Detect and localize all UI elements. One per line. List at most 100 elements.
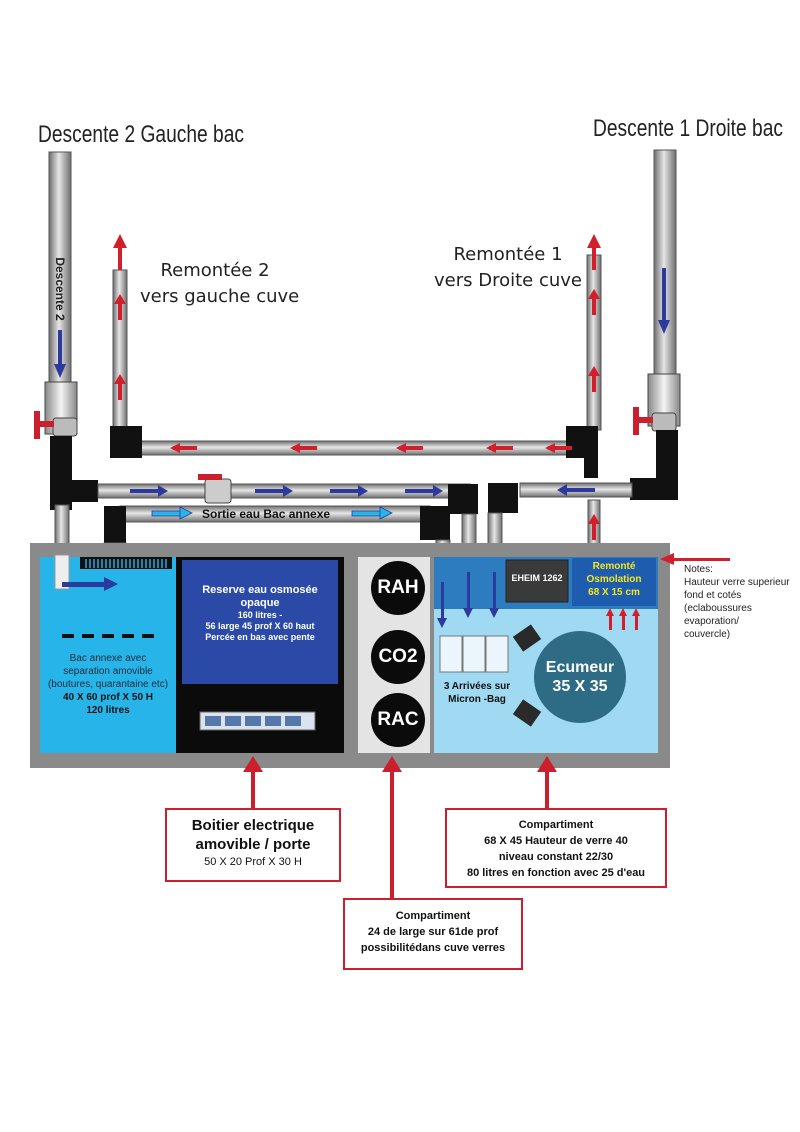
descente-1-arrow-head (658, 320, 670, 334)
osmo-line-1: Remonté (592, 561, 636, 572)
skimmer-label: Ecumeur 35 X 35 (534, 658, 626, 696)
sortie-arrows (151, 506, 393, 520)
right-callout-line-1: Compartiment (518, 819, 594, 831)
reactor-co2-label: CO2 (378, 646, 418, 667)
micron-bag-line-1: 3 Arrivées sur (443, 681, 511, 692)
notes-arrow-head (660, 553, 674, 565)
left-tank-line-2: separation amovible (63, 666, 153, 677)
sump-bottom-strip (30, 753, 670, 768)
descente-2-pipe-label: Descente 2 (53, 257, 67, 321)
right-callout-line-4: 80 litres en fonction avec 25 d'eau (466, 867, 646, 879)
right-elbow-horizontal (630, 478, 678, 500)
right-compartment-callout: Compartiment 68 X 45 Hauteur de verre 40… (445, 808, 667, 888)
descente-1-valve-stem (639, 417, 653, 423)
descente-1-valve-handle (633, 407, 639, 435)
pump-eheim (505, 559, 569, 603)
middle-callout-line-3: possibilitédans cuve verres (360, 942, 506, 954)
notes: Notes: Hauteur verre superieur fond et c… (684, 563, 790, 641)
notes-line-1: Notes: (684, 564, 713, 575)
return-left-elbow (110, 426, 142, 458)
notes-arrow (672, 558, 730, 561)
micron-bags (439, 635, 509, 673)
remontee-2-line-2: vers gauche cuve (140, 286, 300, 307)
grate-slots (85, 559, 167, 568)
electric-box-line-3: 50 X 20 Prof X 30 H (204, 856, 302, 868)
inflow-arrow-head (104, 577, 118, 591)
transfer-elbow (448, 484, 478, 514)
descente-1-pipe (653, 149, 677, 381)
power-strip-sockets (205, 716, 301, 726)
left-tank-line-5: 120 litres (86, 705, 130, 716)
osmo-label: Remonté Osmolation 68 X 15 cm (572, 560, 656, 599)
micron-arrows (437, 572, 499, 628)
descente-2-title: Descente 2 Gauche bac (38, 121, 244, 148)
notes-line-2: Hauteur verre superieur (684, 577, 790, 588)
right-callout-line (545, 766, 549, 810)
osmo-line-3: 68 X 15 cm (588, 587, 640, 598)
descente-2-valve-handle (34, 411, 40, 439)
transfer-valve (204, 478, 232, 504)
descente-2-valve-body (52, 417, 78, 437)
osmo-red-arrows (606, 608, 640, 630)
left-tank-line-1: Bac annexe avec (69, 653, 147, 664)
left-tank-line-3: (boutures, quarantaine etc) (47, 679, 169, 690)
transfer-valve-handle (198, 474, 222, 480)
remontee-2-line-1: Remontée 2 (160, 260, 270, 281)
skimmer-pump-top (512, 624, 542, 652)
micron-bag-line-2: Micron -Bag (448, 694, 506, 705)
reactor-rac-label: RAC (377, 709, 419, 730)
left-tank-line-4: 40 X 60 prof X 50 H (62, 692, 154, 703)
reserve-detail-1: 160 litres - (237, 610, 283, 620)
notes-line-5: evaporation/ (684, 616, 740, 627)
reserve-detail-2: 56 large 45 prof X 60 haut (205, 621, 315, 631)
right-callout-head (537, 756, 557, 772)
electric-callout-line (251, 766, 255, 810)
pump-label: EHEIM 1262 (511, 573, 563, 583)
middle-compartment-callout: Compartiment 24 de large sur 61de prof p… (343, 898, 523, 970)
skimmer-pump-bottom (512, 699, 542, 727)
transfer-arrows (130, 485, 443, 497)
left-elbow-horizontal (50, 480, 98, 502)
descente-2-valve-stem (40, 421, 54, 427)
remontee-1-label: Remontée 1 vers Droite cuve (428, 242, 588, 294)
left-tank-inlet-pipe (54, 554, 70, 590)
reserve-tank (182, 560, 338, 684)
remontee-2-label: Remontée 2 vers gauche cuve (140, 258, 300, 310)
middle-callout-line (390, 766, 394, 900)
remontee-1-line-1: Remontée 1 (453, 244, 563, 265)
reserve-title-1: Reserve eau osmosée (202, 584, 318, 596)
middle-divider-top (344, 543, 358, 557)
right-transfer-elbow (488, 483, 518, 513)
sortie-right-elbow (420, 506, 450, 540)
remontee-1-pipe (586, 254, 602, 431)
osmo-reservoir (572, 558, 656, 606)
notes-line-6: couvercle) (684, 629, 731, 640)
sortie-left-elbow (104, 506, 126, 546)
return-right-tee-cap (584, 426, 598, 478)
inflow-arrow (62, 582, 106, 587)
descente-2-arrow-head (54, 364, 66, 378)
sortie-label: Sortie eau Bac annexe (202, 507, 331, 521)
right-callout-line-3: niveau constant 22/30 (498, 851, 614, 863)
middle-callout-head (382, 756, 402, 772)
skimmer (534, 631, 626, 723)
right-callout-line-2: 68 X 45 Hauteur de verre 40 (484, 835, 628, 847)
reserve-label: Reserve eau osmosée opaque 160 litres - … (182, 584, 338, 643)
middle-callout-line-1: Compartiment (395, 910, 471, 922)
reactor-co2 (371, 630, 425, 684)
descente-1-valve-body (651, 412, 677, 432)
electric-box-line-1: Boitier electrique (191, 817, 315, 834)
notes-line-4: (eclaboussures (684, 603, 752, 614)
right-transfer-arrows (557, 484, 595, 496)
notes-line-3: fond et cotés (684, 590, 742, 601)
micron-bag-label: 3 Arrivées sur Micron -Bag (436, 680, 518, 706)
reserve-title-2: opaque (240, 597, 280, 609)
return-arrows (113, 234, 601, 540)
left-tank-label: Bac annexe avec separation amovible (bou… (40, 652, 176, 717)
skimmer-line-1: Ecumeur (545, 659, 615, 676)
reactor-rah (371, 561, 425, 615)
reactor-rah-label: RAH (377, 577, 419, 598)
reactor-rac (371, 693, 425, 747)
reserve-detail-3: Percée en bas avec pente (205, 632, 315, 642)
left-tank-water (40, 557, 176, 753)
